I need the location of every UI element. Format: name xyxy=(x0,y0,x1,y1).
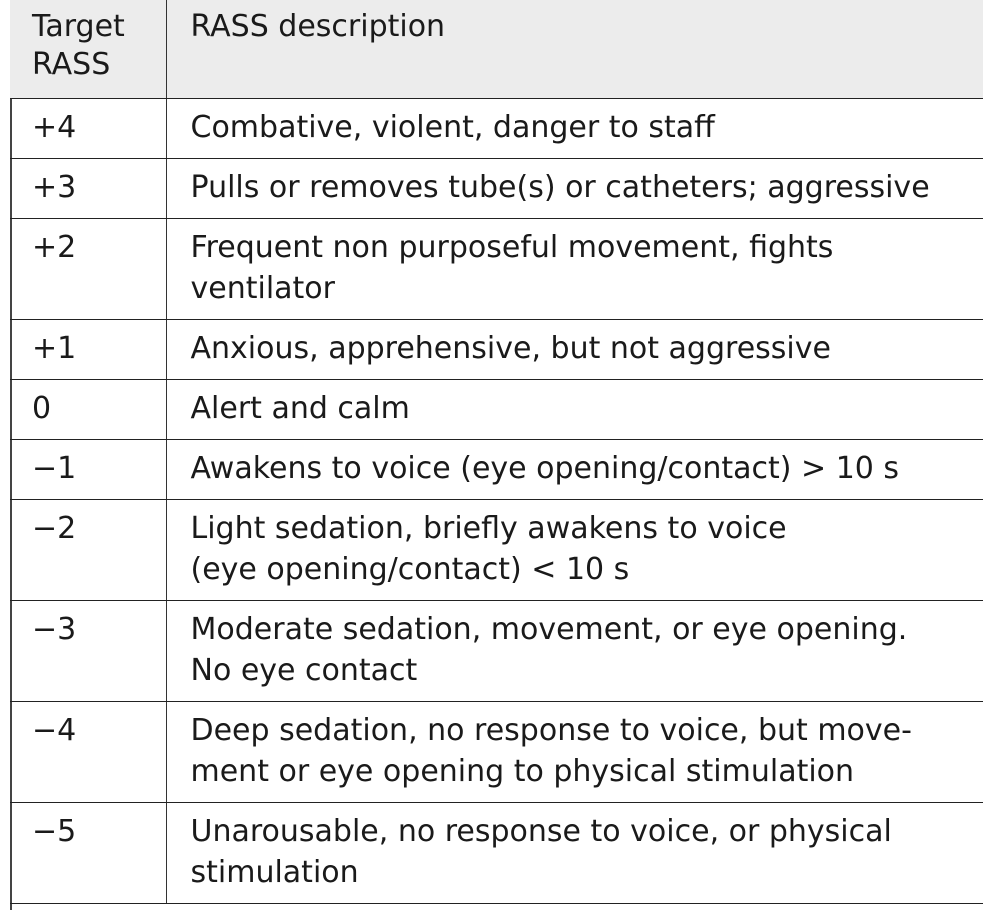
rass-description-line: Frequent non purposeful movement, fights xyxy=(190,230,834,265)
rass-table: Target RASS RASS description +4 Combative… xyxy=(10,0,983,904)
header-row: Target RASS RASS description xyxy=(10,0,983,99)
rass-score-cell: 0 xyxy=(10,379,167,440)
header-target-rass-line1: Target xyxy=(32,9,125,44)
table-row: +3 Pulls or removes tube(s) or catheters;… xyxy=(10,158,983,219)
rass-description-line: No eye contact xyxy=(190,653,418,688)
rass-description-line: Alert and calm xyxy=(190,391,410,426)
table-row: −3 Moderate sedation, movement, or eye op… xyxy=(10,600,983,702)
table-row: 0 Alert and calm xyxy=(10,379,983,440)
rass-score-cell: +3 xyxy=(10,158,167,219)
rass-score-cell: −4 xyxy=(10,701,167,803)
table-header: Target RASS RASS description xyxy=(10,0,983,99)
rass-description-cell: Light sedation, briefly awakens to voice… xyxy=(166,499,983,601)
table-row: −1 Awakens to voice (eye opening/contact)… xyxy=(10,439,983,500)
rass-description-line: stimulation xyxy=(190,855,359,890)
header-target-rass: Target RASS xyxy=(10,0,167,99)
table-row: −5 Unarousable, no response to voice, or … xyxy=(10,802,983,904)
table-row: −4 Deep sedation, no response to voice, b… xyxy=(10,701,983,803)
rass-score-cell: −2 xyxy=(10,499,167,601)
header-rass-description: RASS description xyxy=(166,0,983,99)
rass-score-cell: −3 xyxy=(10,600,167,702)
rass-description-cell: Combative, violent, danger to staff xyxy=(166,98,983,159)
rass-description-cell: Deep sedation, no response to voice, but… xyxy=(166,701,983,803)
rass-description-cell: Awakens to voice (eye opening/contact) >… xyxy=(166,439,983,500)
rass-score-cell: −5 xyxy=(10,802,167,904)
rass-score-cell: +2 xyxy=(10,218,167,320)
rass-description-line: Moderate sedation, movement, or eye open… xyxy=(190,612,908,647)
rass-description-cell: Moderate sedation, movement, or eye open… xyxy=(166,600,983,702)
rass-description-line: Awakens to voice (eye opening/contact) >… xyxy=(190,451,900,486)
rass-score-cell: +4 xyxy=(10,98,167,159)
rass-score-cell: −1 xyxy=(10,439,167,500)
rass-description-cell: Pulls or removes tube(s) or catheters; a… xyxy=(166,158,983,219)
rass-description-line: Combative, violent, danger to staff xyxy=(190,110,715,145)
rass-score-cell: +1 xyxy=(10,319,167,380)
rass-table-container: Target RASS RASS description +4 Combative… xyxy=(10,0,983,904)
table-row: +1 Anxious, apprehensive, but not aggress… xyxy=(10,319,983,380)
header-target-rass-line2: RASS xyxy=(32,47,111,82)
rass-description-line: ment or eye opening to physical stimulat… xyxy=(190,754,855,789)
rass-description-cell: Anxious, apprehensive, but not aggressiv… xyxy=(166,319,983,380)
rass-description-line: Anxious, apprehensive, but not aggressiv… xyxy=(190,331,831,366)
rass-description-line: Unarousable, no response to voice, or ph… xyxy=(190,814,892,849)
rass-description-cell: Alert and calm xyxy=(166,379,983,440)
rass-description-line: (eye opening/contact) < 10 s xyxy=(190,552,630,587)
rass-description-line: Pulls or removes tube(s) or catheters; a… xyxy=(190,170,930,205)
rass-description-line: Deep sedation, no response to voice, but… xyxy=(190,713,912,748)
rass-description-line: ventilator xyxy=(190,271,336,306)
rass-description-cell: Frequent non purposeful movement, fights… xyxy=(166,218,983,320)
table-row: +4 Combative, violent, danger to staff xyxy=(10,98,983,159)
table-body: +4 Combative, violent, danger to staff +3 P… xyxy=(10,98,983,904)
rass-description-cell: Unarousable, no response to voice, or ph… xyxy=(166,802,983,904)
rass-description-line: Light sedation, briefly awakens to voice xyxy=(190,511,787,546)
